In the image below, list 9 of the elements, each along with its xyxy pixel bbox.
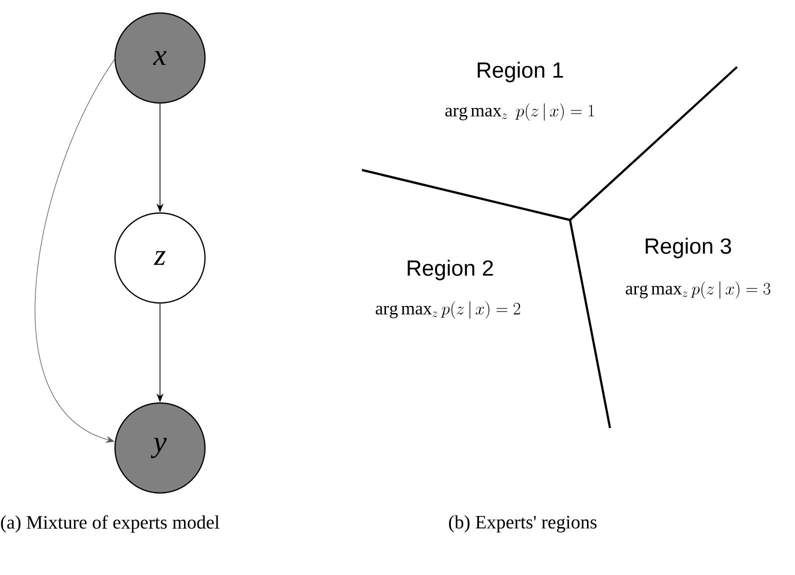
region-label: Region 3 bbox=[646, 238, 732, 258]
arrow bbox=[34, 59, 115, 443]
region-formula: $\arg\max_{z} p(z\,|\,x)=3$ bbox=[626, 281, 770, 299]
subfigure-caption: (b) Experts' regions bbox=[449, 515, 597, 532]
region-label: Region 1 bbox=[478, 62, 563, 82]
subfigure-caption: (a) Mixture of experts model bbox=[1, 515, 220, 533]
region-label: Region 2 bbox=[408, 260, 493, 280]
region-formula: $\arg\max_{z} p(z\,|\,x)=2$ bbox=[376, 301, 520, 319]
region-formula: $\arg\max_{z}\; p(z\,|\,x)=1$ bbox=[445, 103, 594, 121]
